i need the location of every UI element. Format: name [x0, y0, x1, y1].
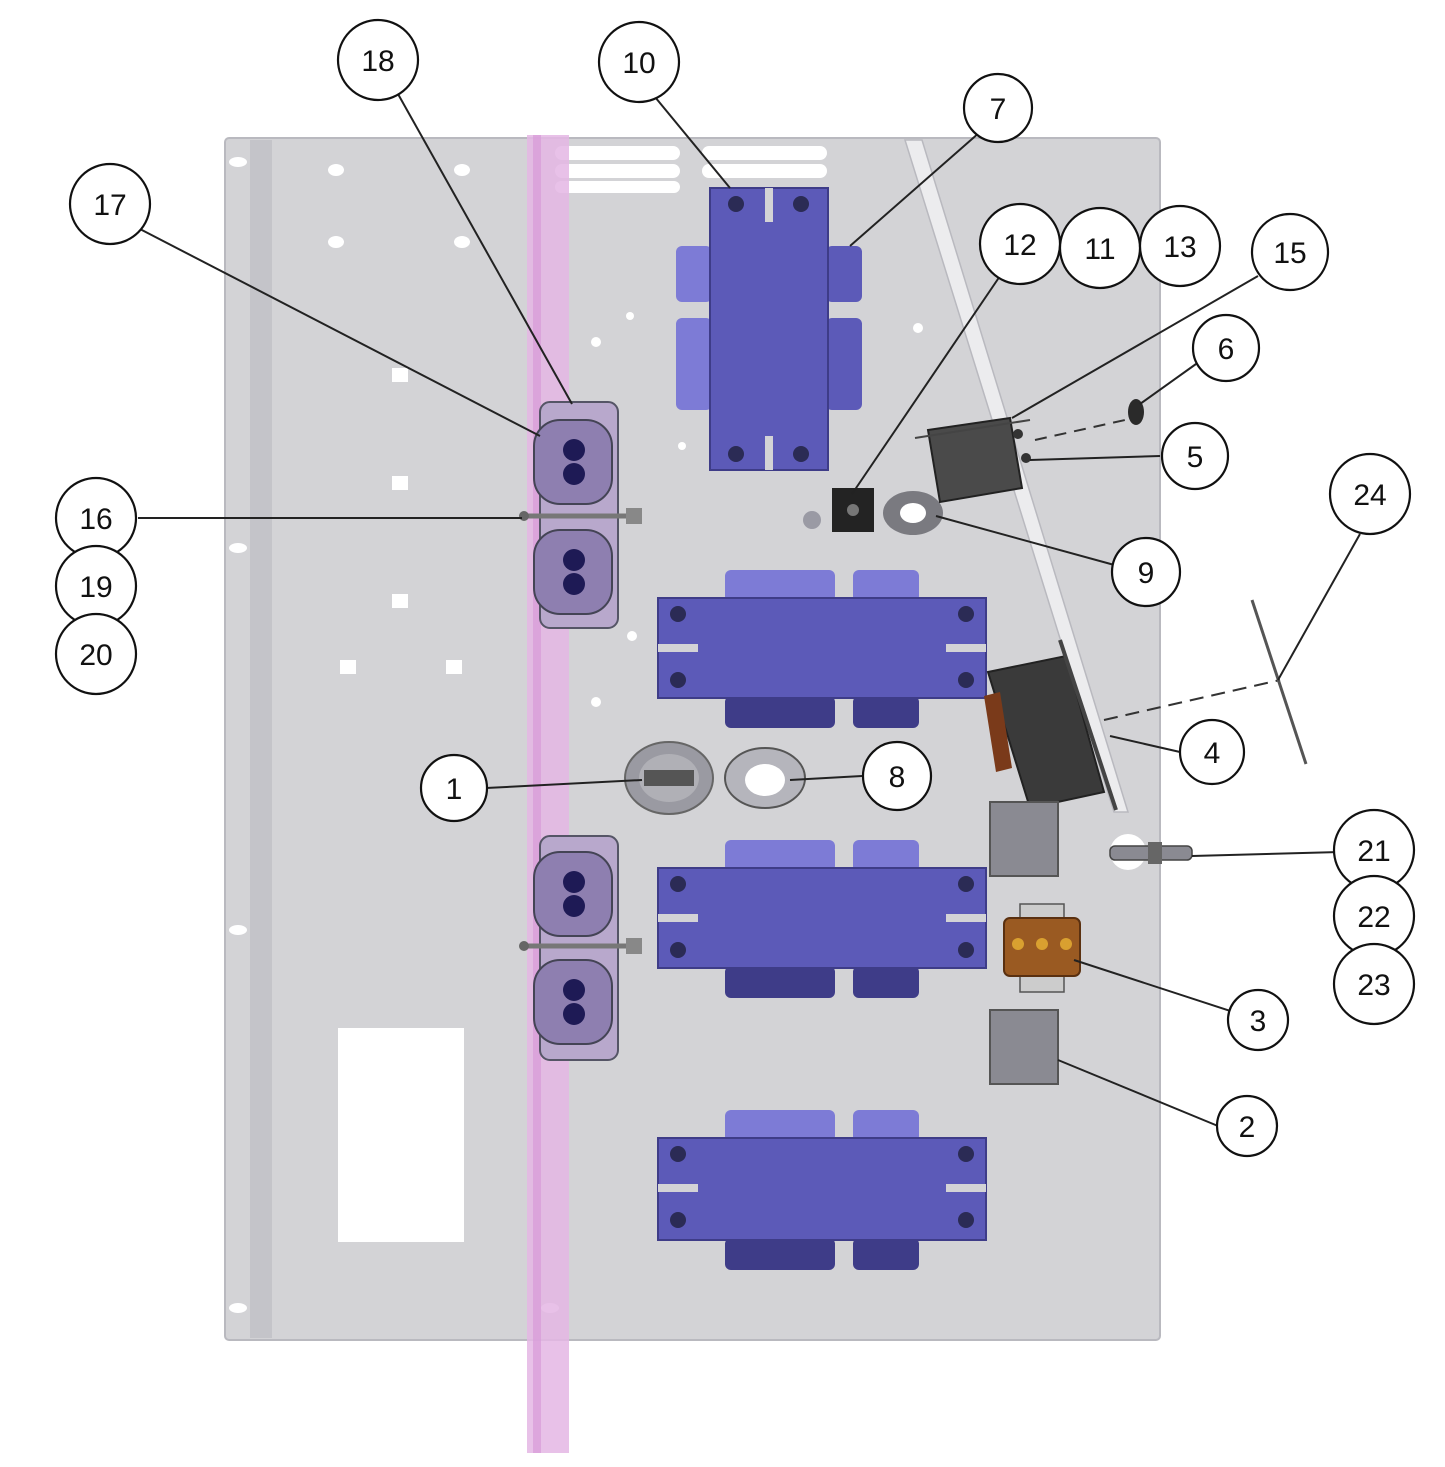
svg-text:24: 24: [1353, 479, 1386, 512]
terminal-block: [1003, 903, 1081, 993]
svg-text:6: 6: [1218, 333, 1235, 366]
svg-text:3: 3: [1250, 1005, 1267, 1038]
svg-text:12: 12: [1003, 229, 1036, 262]
grommet-large: [624, 741, 714, 815]
svg-text:23: 23: [1357, 969, 1390, 1002]
callout-3: 3: [1226, 988, 1290, 1052]
callout-12: 12: [978, 202, 1062, 286]
leader-lines: [137, 93, 1361, 1127]
grommet: [883, 491, 943, 535]
contactor: [984, 599, 1308, 811]
stud-connector: [1109, 842, 1193, 864]
transformer-top: [676, 187, 862, 471]
callout-11: 11: [1058, 206, 1142, 290]
svg-text:5: 5: [1187, 441, 1204, 474]
svg-text:22: 22: [1357, 901, 1390, 934]
svg-text:16: 16: [79, 503, 112, 536]
svg-text:18: 18: [361, 45, 394, 78]
svg-text:8: 8: [889, 761, 906, 794]
callout-18: 18: [336, 18, 420, 102]
transformer-middle: [657, 570, 987, 728]
cable-clamp: [724, 747, 806, 809]
callout-4: 4: [1178, 718, 1246, 786]
callout-24: 24: [1328, 452, 1412, 536]
svg-text:17: 17: [93, 189, 126, 222]
mounting-plate-upper: [989, 801, 1059, 877]
outlet-pair-lower: [519, 835, 642, 1061]
callout-2: 2: [1215, 1094, 1279, 1158]
svg-text:11: 11: [1084, 233, 1115, 266]
svg-text:7: 7: [990, 93, 1007, 126]
svg-text:10: 10: [622, 47, 655, 80]
svg-text:2: 2: [1239, 1111, 1256, 1144]
svg-text:9: 9: [1138, 557, 1155, 590]
callout-21: 21: [1332, 808, 1416, 892]
svg-text:4: 4: [1204, 737, 1221, 770]
svg-text:13: 13: [1163, 231, 1196, 264]
svg-text:1: 1: [446, 773, 463, 806]
svg-text:21: 21: [1357, 835, 1390, 868]
base-panel: [224, 137, 1161, 1341]
callout-10: 10: [597, 20, 681, 104]
vertical-rail: [527, 135, 569, 1453]
callout-15: 15: [1250, 212, 1330, 292]
circuit-breaker: [914, 399, 1144, 504]
callout-17: 17: [68, 162, 152, 246]
callout-23: 23: [1332, 942, 1416, 1026]
svg-text:15: 15: [1273, 237, 1306, 270]
callout-20: 20: [54, 612, 138, 696]
callout-6: 6: [1191, 313, 1261, 383]
svg-text:20: 20: [79, 639, 112, 672]
callout-16: 16: [54, 476, 138, 560]
callout-19: 19: [54, 544, 138, 628]
callout-7: 7: [962, 72, 1034, 144]
callout-8: 8: [861, 740, 933, 812]
callout-5: 5: [1160, 421, 1230, 491]
callout-9: 9: [1110, 536, 1182, 608]
transformer-lower: [657, 840, 987, 998]
outlet-pair-upper: [519, 401, 642, 629]
small-relay: [803, 488, 874, 532]
callout-13: 13: [1138, 204, 1222, 288]
svg-text:19: 19: [79, 571, 112, 604]
mounting-plate-lower: [989, 1009, 1059, 1085]
callout-1: 1: [419, 753, 489, 823]
transformer-bottom: [657, 1110, 987, 1270]
